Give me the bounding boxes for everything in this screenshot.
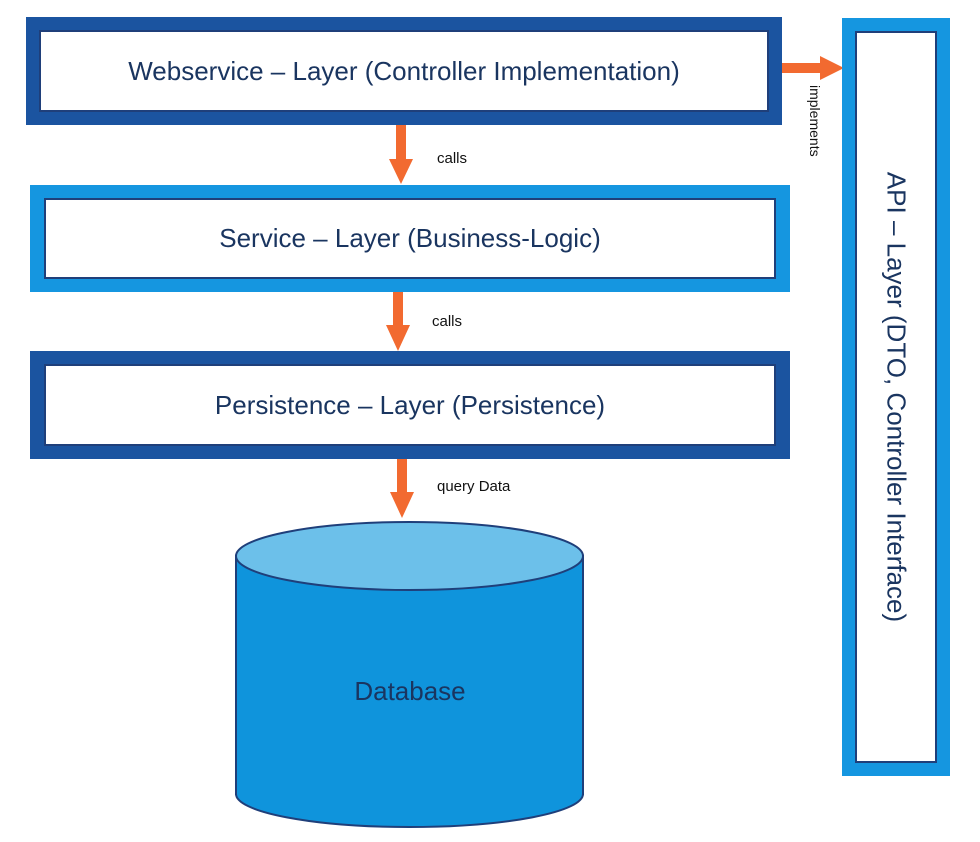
arrow-web-to-service	[389, 124, 413, 184]
edge-label-service-to-persistence: calls	[432, 313, 463, 330]
persistence-layer-inner: Persistence – Layer (Persistence)	[44, 364, 776, 446]
api-layer-inner: API – Layer (DTO, Controller Interface)	[855, 31, 937, 763]
api-layer-label: API – Layer (DTO, Controller Interface)	[881, 171, 912, 623]
arrow-web-to-api	[782, 56, 844, 80]
webservice-layer-box: Webservice – Layer (Controller Implement…	[26, 17, 782, 125]
webservice-layer-label: Webservice – Layer (Controller Implement…	[128, 55, 680, 86]
webservice-layer-inner: Webservice – Layer (Controller Implement…	[39, 30, 769, 112]
arrow-persistence-to-database	[390, 458, 414, 518]
persistence-layer-box: Persistence – Layer (Persistence)	[30, 351, 790, 459]
database-cylinder	[235, 521, 584, 828]
service-layer-label: Service – Layer (Business-Logic)	[219, 223, 601, 253]
arrow-service-to-persistence	[386, 291, 410, 351]
service-layer-box: Service – Layer (Business-Logic)	[30, 185, 790, 292]
edge-label-web-to-api: implements	[807, 85, 823, 157]
service-layer-inner: Service – Layer (Business-Logic)	[44, 198, 776, 279]
edge-label-persistence-to-database: query Data	[437, 478, 511, 495]
persistence-layer-label: Persistence – Layer (Persistence)	[214, 389, 606, 420]
edge-label-web-to-service: calls	[437, 150, 468, 167]
api-layer-box: API – Layer (DTO, Controller Interface)	[842, 18, 950, 776]
database-label: Database	[354, 676, 466, 706]
